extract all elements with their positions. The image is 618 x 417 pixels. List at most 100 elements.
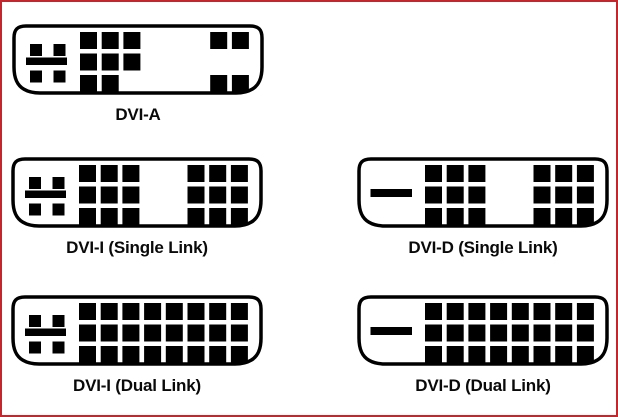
- signal-pin: [468, 324, 486, 342]
- signal-pin: [165, 346, 183, 363]
- analog-pin: [53, 44, 66, 56]
- signal-pin: [209, 346, 227, 363]
- analog-pin: [29, 177, 41, 189]
- signal-pin: [230, 303, 248, 320]
- signal-pin: [555, 208, 573, 225]
- signal-pin: [122, 346, 140, 363]
- signal-pin: [100, 165, 118, 182]
- analog-cross-pins-icon: [25, 177, 66, 216]
- flat-blade-icon: [370, 189, 412, 197]
- analog-cross-pins-icon: [25, 315, 66, 354]
- signal-pin: [79, 165, 96, 182]
- signal-pin: [425, 324, 442, 342]
- signal-pin: [230, 324, 248, 342]
- connector-graphic-dvi-d-dual-link: [357, 295, 609, 366]
- signal-pin: [555, 165, 573, 182]
- connector-label: DVI-I (Dual Link): [73, 376, 201, 395]
- signal-pin: [122, 324, 140, 342]
- signal-pin: [511, 324, 529, 342]
- connector-label: DVI-D (Single Link): [408, 238, 558, 257]
- ground-blade: [25, 328, 66, 336]
- signal-pin: [230, 186, 248, 204]
- connector-graphic-dvi-i-dual-link: [11, 295, 263, 366]
- signal-pin: [468, 208, 486, 225]
- signal-pin: [511, 303, 529, 320]
- signal-pin: [100, 346, 118, 363]
- signal-pin: [511, 346, 529, 363]
- signal-pin: [425, 208, 442, 225]
- signal-pin: [165, 303, 183, 320]
- analog-pin: [30, 44, 42, 56]
- signal-pin: [533, 208, 551, 225]
- signal-pin: [230, 165, 248, 182]
- signal-pin: [468, 346, 486, 363]
- signal-pin: [533, 346, 551, 363]
- signal-pin: [231, 75, 249, 92]
- signal-pin: [209, 186, 227, 204]
- signal-pin: [555, 186, 573, 204]
- signal-pin: [80, 32, 97, 49]
- signal-pin: [101, 75, 119, 92]
- signal-pin: [446, 346, 464, 363]
- signal-pin: [533, 165, 551, 182]
- analog-pin: [52, 315, 65, 327]
- signal-pin: [533, 324, 551, 342]
- signal-pin: [555, 346, 573, 363]
- signal-pin: [123, 53, 141, 71]
- analog-pin: [29, 315, 41, 327]
- connector-dvi-d-single-link: DVI-D (Single Link): [357, 157, 609, 258]
- signal-pin: [576, 208, 594, 225]
- signal-pin: [231, 32, 249, 49]
- signal-pin: [187, 346, 205, 363]
- signal-pin: [533, 303, 551, 320]
- signal-pin: [187, 324, 205, 342]
- signal-pin: [80, 75, 97, 92]
- signal-pin: [576, 324, 594, 342]
- signal-pin: [122, 208, 140, 225]
- signal-pin: [425, 303, 442, 320]
- signal-pin: [79, 186, 96, 204]
- connector-graphic-dvi-d-single-link: [357, 157, 609, 228]
- connector-dvi-i-dual-link: DVI-I (Dual Link): [11, 295, 263, 396]
- connector-label: DVI-I (Single Link): [66, 238, 208, 257]
- ground-blade: [25, 190, 66, 198]
- connector-label: DVI-A: [115, 105, 161, 124]
- signal-pin: [101, 53, 119, 71]
- signal-pin: [101, 32, 119, 49]
- analog-pin: [29, 203, 41, 216]
- connector-graphic-dvi-i-single-link: [11, 157, 263, 228]
- signal-pin: [555, 303, 573, 320]
- signal-pin: [576, 303, 594, 320]
- signal-pin: [123, 32, 141, 49]
- signal-pin: [446, 208, 464, 225]
- signal-pin: [165, 324, 183, 342]
- analog-pin: [52, 341, 65, 354]
- connector-dvi-i-single-link: DVI-I (Single Link): [11, 157, 263, 258]
- signal-pin: [425, 165, 442, 182]
- connector-dvi-a: DVI-A: [12, 24, 264, 125]
- connector-label: DVI-D (Dual Link): [415, 376, 551, 395]
- signal-pin: [555, 324, 573, 342]
- signal-pin: [533, 186, 551, 204]
- flat-blade-icon: [370, 327, 412, 335]
- signal-pin: [446, 165, 464, 182]
- signal-pin: [446, 324, 464, 342]
- signal-pin: [468, 165, 486, 182]
- signal-pin: [100, 208, 118, 225]
- analog-pin: [29, 341, 41, 354]
- signal-pin: [230, 346, 248, 363]
- signal-pin: [122, 165, 140, 182]
- signal-pin: [425, 186, 442, 204]
- signal-pin: [446, 303, 464, 320]
- analog-pin: [52, 177, 65, 189]
- signal-pin: [468, 186, 486, 204]
- signal-pin: [79, 346, 96, 363]
- signal-pin: [230, 208, 248, 225]
- signal-pin: [209, 165, 227, 182]
- connector-graphic-dvi-a: [12, 24, 264, 95]
- analog-pin: [53, 70, 66, 83]
- signal-pin: [187, 186, 205, 204]
- signal-pin: [490, 324, 508, 342]
- signal-pin: [209, 303, 227, 320]
